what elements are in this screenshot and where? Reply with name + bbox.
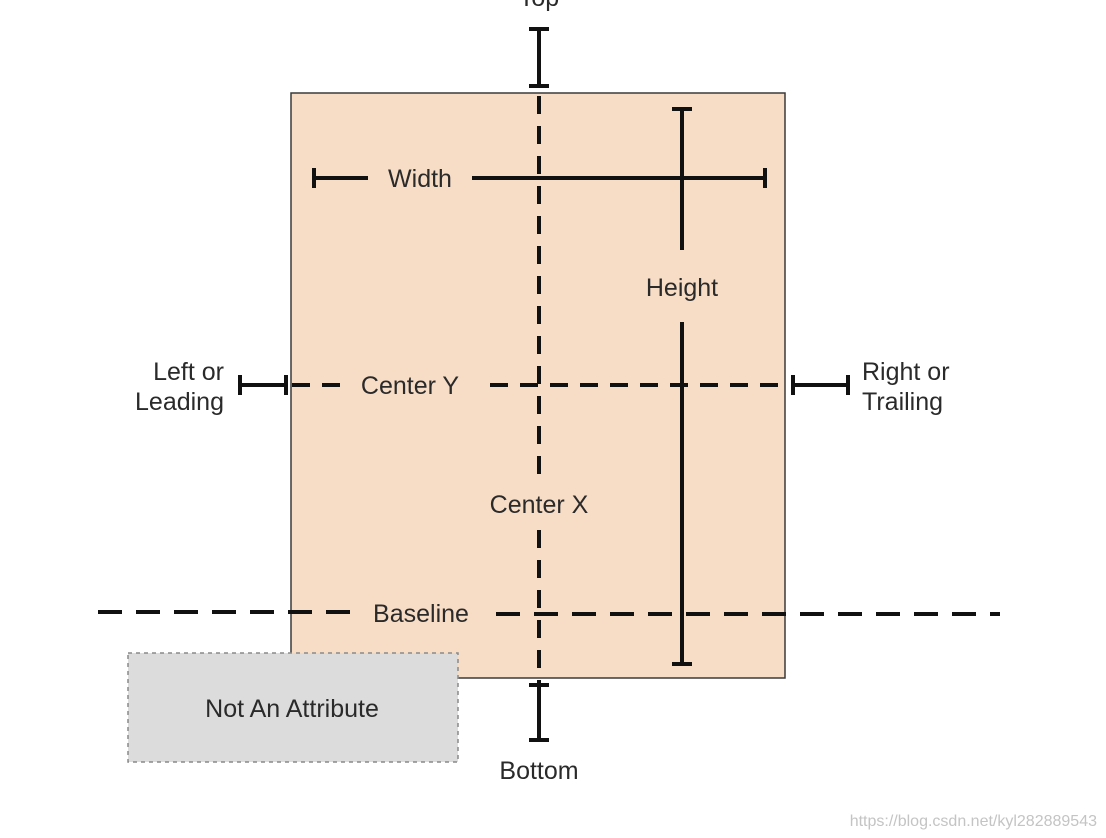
baseline-label: Baseline [373, 600, 469, 628]
bottom-marker [529, 683, 549, 742]
center-x-label: Center X [490, 491, 589, 519]
trailing-label-line1: Right or [862, 358, 950, 386]
baseline-line [98, 610, 1000, 616]
top-label: Top [519, 0, 559, 12]
not-an-attribute-label: Not An Attribute [205, 695, 379, 723]
leading-label-line2: Leading [135, 388, 224, 416]
trailing-marker [791, 375, 850, 395]
bottom-label: Bottom [499, 757, 578, 785]
width-label: Width [388, 165, 452, 193]
top-marker [529, 27, 549, 88]
watermark-url: https://blog.csdn.net/kyl282889543 [850, 813, 1097, 830]
center-y-label: Center Y [361, 372, 460, 400]
not-an-attribute-box [127, 652, 459, 763]
width-marker [312, 168, 767, 188]
leading-marker [238, 375, 288, 395]
trailing-label-line2: Trailing [862, 388, 943, 416]
leading-label-line1: Left or [153, 358, 224, 386]
height-label: Height [646, 274, 718, 302]
height-marker [672, 107, 692, 666]
